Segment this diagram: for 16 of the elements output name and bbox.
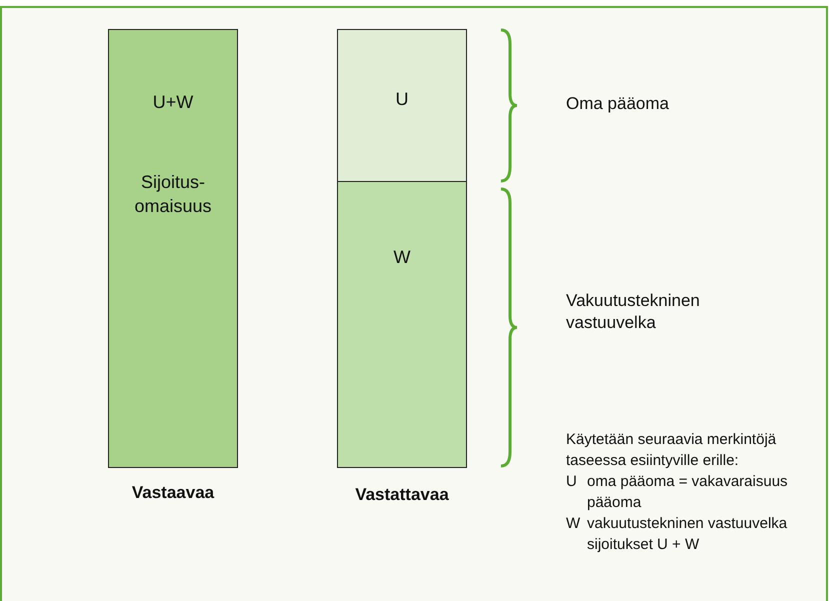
bar-segment xyxy=(108,29,238,468)
note-text: Käytetään seuraavia merkintöjä taseessa esiintyville erille: xyxy=(566,430,778,471)
legend-definition: vakuutustekninen vastuuvelka xyxy=(587,514,788,534)
segment-label: Sijoitus- omaisuus xyxy=(133,171,213,218)
column-caption: Vastattavaa xyxy=(354,484,450,506)
brace-label: Vakuutustekninen vastuuvelka xyxy=(566,290,701,334)
legend-symbol: W xyxy=(566,514,582,534)
brace-label: Oma pääoma xyxy=(566,93,670,115)
legend-definition: sijoitukset U + W xyxy=(587,535,700,555)
legend-symbol: U xyxy=(566,472,578,492)
segment-label: W xyxy=(392,246,412,269)
segment-label: U+W xyxy=(152,91,194,114)
bar-segment xyxy=(337,29,467,182)
column-caption: Vastaavaa xyxy=(130,482,216,504)
bar-segment xyxy=(337,181,467,468)
segment-label: U xyxy=(394,88,410,111)
